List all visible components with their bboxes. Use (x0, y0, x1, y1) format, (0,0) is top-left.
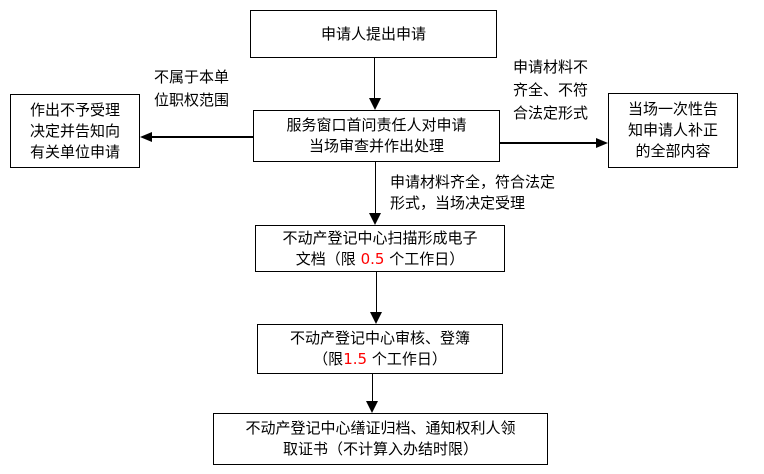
scan-duration-prefix: 文档（限 (295, 249, 361, 268)
audit-duration-value: 1.5 (343, 350, 368, 368)
arrow-review-to-scan-line (375, 162, 376, 215)
arrow-review-to-reject-head-icon (140, 132, 152, 142)
label-out-of-scope-line1: 不属于本单 (154, 68, 230, 86)
audit-duration-prefix: （限 (313, 350, 344, 368)
node-certificate-archive-line1: 不动产登记中心缮证归档、通知权利人领 (245, 419, 516, 437)
node-certificate-archive-line2: 取证书（不计算入办结时限） (282, 440, 478, 458)
node-window-review: 服务窗口首问责任人对申请 当场审查并作出处理 (253, 110, 500, 162)
label-materials-incomplete-line2: 齐全、不符 (513, 81, 589, 99)
label-materials-complete-line1: 申请材料齐全，符合法定 (390, 173, 556, 191)
arrow-scan-to-audit-head-icon (370, 312, 382, 324)
arrow-audit-to-archive-head-icon (366, 401, 378, 413)
node-scan-documents: 不动产登记中心扫描形成电子 文档（限 0.5 个工作日） (255, 225, 505, 272)
label-out-of-scope-line2: 位职权范围 (154, 91, 230, 109)
node-audit-register-line1: 不动产登记中心审核、登簿 (289, 329, 470, 347)
audit-duration-suffix: 个工作日） (367, 350, 447, 368)
label-materials-complete: 申请材料齐全，符合法定 形式，当场决定受理 (390, 172, 555, 214)
node-reject-decision-line2: 决定并告知向 (29, 121, 120, 140)
node-scan-documents-line1: 不动产登记中心扫描形成电子 (282, 228, 478, 247)
arrow-review-to-reject-line (152, 136, 253, 138)
arrow-review-to-scan-head-icon (369, 213, 381, 225)
node-certificate-archive: 不动产登记中心缮证归档、通知权利人领 取证书（不计算入办结时限） (213, 413, 548, 465)
arrow-review-to-notify-line (500, 142, 596, 144)
node-onetime-notify: 当场一次性告 知申请人补正 的全部内容 (608, 93, 738, 168)
label-materials-incomplete: 申请材料不 齐全、不符 合法定形式 (513, 56, 588, 125)
scan-duration-value: 0.5 (360, 249, 385, 268)
node-reject-decision-line1: 作出不予受理 (29, 100, 120, 119)
arrow-audit-to-archive-line (372, 374, 373, 403)
scan-duration-suffix: 个工作日） (384, 249, 465, 268)
node-reject-decision: 作出不予受理 决定并告知向 有关单位申请 (10, 94, 140, 168)
node-window-review-line1: 服务窗口首问责任人对申请 (286, 116, 467, 134)
arrow-start-to-review-head-icon (369, 98, 381, 110)
label-materials-incomplete-line3: 合法定形式 (513, 104, 589, 122)
node-onetime-notify-line1: 当场一次性告 (627, 100, 718, 118)
node-reject-decision-line3: 有关单位申请 (29, 142, 120, 161)
node-applicant-submit-text: 申请人提出申请 (320, 24, 426, 43)
node-onetime-notify-line3: 的全部内容 (635, 142, 711, 160)
node-audit-register-line2: （限1.5 个工作日） (313, 349, 447, 370)
arrow-review-to-notify-head-icon (596, 138, 608, 148)
label-materials-incomplete-line1: 申请材料不 (513, 58, 589, 76)
node-applicant-submit: 申请人提出申请 (250, 10, 497, 58)
node-window-review-line2: 当场审查并作出处理 (308, 137, 444, 155)
node-audit-register: 不动产登记中心审核、登簿 （限1.5 个工作日） (257, 324, 503, 374)
label-out-of-scope: 不属于本单 位职权范围 (154, 66, 229, 112)
arrow-scan-to-audit-line (376, 271, 377, 314)
arrow-start-to-review-line (374, 58, 375, 100)
node-onetime-notify-line2: 知申请人补正 (627, 121, 718, 139)
label-materials-complete-line2: 形式，当场决定受理 (390, 194, 526, 212)
node-scan-documents-line2: 文档（限 0.5 个工作日） (296, 249, 464, 270)
